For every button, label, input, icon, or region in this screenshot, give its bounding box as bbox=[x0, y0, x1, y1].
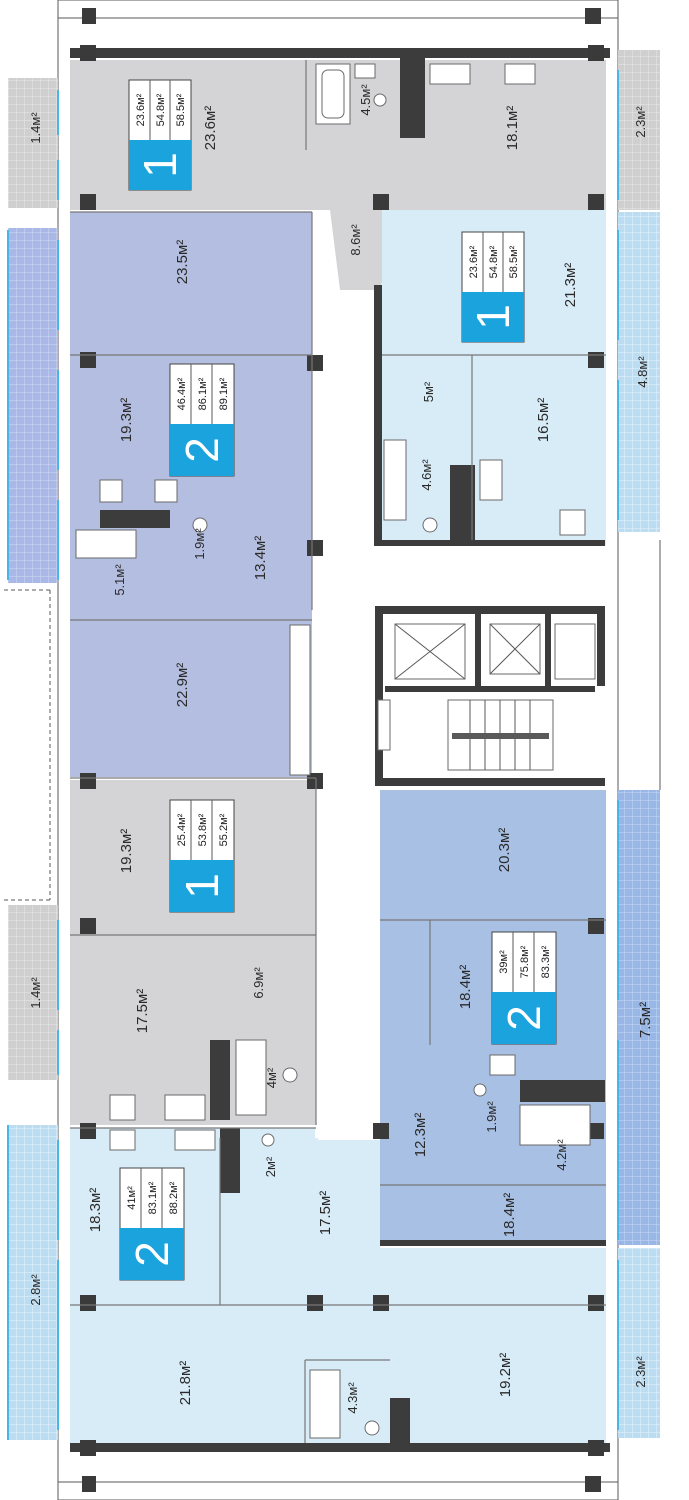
badge-number: 2 bbox=[176, 437, 228, 463]
badge-apt-1c[interactable]: 1 25.4м² 53.8м² 55.2м² bbox=[169, 799, 235, 913]
room-label: 23.6м² bbox=[202, 106, 219, 151]
room-label: 19.3м² bbox=[118, 829, 135, 874]
room-label: 2м² bbox=[263, 1156, 278, 1177]
room-label: 18.4м² bbox=[501, 1193, 518, 1238]
badge-number: 1 bbox=[134, 152, 186, 178]
balcony-top-right bbox=[618, 50, 660, 210]
badge-area-2: 75.8м² bbox=[519, 945, 531, 978]
badge-area-2: 83.1м² bbox=[147, 1181, 159, 1214]
badge-area-3: 58.5м² bbox=[508, 245, 520, 278]
room-label: 6.9м² bbox=[251, 967, 266, 999]
badge-area-3: 89.1м² bbox=[218, 377, 230, 410]
balcony-violet-left bbox=[8, 228, 58, 583]
badge-area-2: 86.1м² bbox=[197, 377, 209, 410]
room-label: 21.8м² bbox=[177, 1361, 194, 1406]
corridor bbox=[318, 290, 380, 1140]
badge-area-1: 23.6м² bbox=[135, 93, 147, 126]
badge-area-1: 46.4м² bbox=[176, 377, 188, 410]
balcony-bottom-right bbox=[618, 1248, 660, 1438]
room-label: 16.5м² bbox=[535, 398, 552, 443]
badge-area-3: 55.2м² bbox=[218, 813, 230, 846]
room-label: 22.9м² bbox=[174, 663, 191, 708]
badge-number: 1 bbox=[467, 304, 519, 330]
room-label: 2.3м² bbox=[633, 106, 648, 138]
badge-apt-1b[interactable]: 1 23.6м² 54.8м² 58.5м² bbox=[461, 231, 525, 343]
elevator-1 bbox=[394, 623, 466, 680]
badge-number: 2 bbox=[498, 1005, 550, 1031]
room-label: 18.4м² bbox=[457, 965, 474, 1010]
room-label: 23.5м² bbox=[174, 240, 191, 285]
pillars bbox=[80, 8, 604, 1492]
room-label: 4.3м² bbox=[345, 1382, 360, 1414]
fixtures bbox=[75, 63, 591, 1439]
badge-area-3: 58.5м² bbox=[175, 93, 187, 126]
badge-area-3: 83.3м² bbox=[540, 945, 552, 978]
elevator-2 bbox=[489, 623, 541, 675]
balconies bbox=[8, 50, 660, 1440]
balcony-mid-left bbox=[8, 905, 58, 1080]
stair-core bbox=[375, 605, 605, 786]
badge-number: 2 bbox=[126, 1241, 178, 1267]
balcony-right-dark bbox=[618, 790, 660, 1245]
room-label: 19.3м² bbox=[118, 398, 135, 443]
badge-area-2: 54.8м² bbox=[488, 245, 500, 278]
room-label: 20.3м² bbox=[496, 828, 513, 873]
windows bbox=[7, 70, 619, 1440]
badge-number: 1 bbox=[176, 873, 228, 899]
badge-area-3: 88.2м² bbox=[168, 1181, 180, 1214]
badge-area-1: 23.6м² bbox=[468, 245, 480, 278]
walls bbox=[70, 48, 610, 1452]
room-label: 19.2м² bbox=[497, 1353, 514, 1398]
room-label: 5.1м² bbox=[112, 564, 127, 596]
room-label: 12.3м² bbox=[412, 1113, 429, 1158]
room-label: 8.6м² bbox=[348, 224, 363, 256]
room-label: 2.3м² bbox=[633, 1356, 648, 1388]
balcony-top-left bbox=[8, 78, 58, 208]
room-label: 4.8м² bbox=[635, 356, 650, 388]
room-label: 13.4м² bbox=[252, 536, 269, 581]
badge-area-2: 53.8м² bbox=[197, 813, 209, 846]
room-label: 18.3м² bbox=[87, 1188, 104, 1233]
room-label: 4.5м² bbox=[358, 84, 373, 116]
badge-apt-2b[interactable]: 2 39м² 75.8м² 83.3м² bbox=[491, 931, 557, 1045]
room-label: 7.5м² bbox=[637, 1002, 654, 1038]
room-label: 4.2м² bbox=[554, 1139, 569, 1171]
room-label: 1.4м² bbox=[28, 977, 43, 1009]
badge-area-1: 39м² bbox=[498, 950, 510, 974]
room-label: 21.3м² bbox=[562, 263, 579, 308]
apartment-1a[interactable] bbox=[70, 60, 606, 290]
badge-area-1: 41м² bbox=[126, 1186, 138, 1210]
outer-lines bbox=[4, 0, 661, 1500]
balcony-right-blue bbox=[618, 212, 660, 532]
room-label: 17.5м² bbox=[317, 1191, 334, 1236]
stairs bbox=[447, 699, 554, 771]
room-label: 4м² bbox=[264, 1067, 279, 1088]
room-label: 2.8м² bbox=[28, 1274, 43, 1306]
badge-area-1: 25.4м² bbox=[176, 813, 188, 846]
badge-area-2: 54.8м² bbox=[155, 93, 167, 126]
badge-apt-1a[interactable]: 1 23.6м² 54.8м² 58.5м² bbox=[128, 79, 192, 191]
room-label: 5м² bbox=[421, 381, 436, 402]
badge-apt-2a[interactable]: 2 46.4м² 86.1м² 89.1м² bbox=[169, 363, 235, 477]
room-label: 1.9м² bbox=[484, 1101, 499, 1133]
partitions bbox=[70, 60, 606, 1443]
balcony-bottom-left bbox=[8, 1125, 58, 1440]
room-labels: 23.6м² 4.5м² 18.1м² 1.4м² 2.3м² 8.6м² 23… bbox=[28, 84, 654, 1414]
room-label: 1.4м² bbox=[28, 112, 43, 144]
room-label: 17.5м² bbox=[134, 989, 151, 1034]
room-label: 18.1м² bbox=[504, 106, 521, 151]
room-label: 4.6м² bbox=[419, 459, 434, 491]
badge-apt-2c[interactable]: 2 41м² 83.1м² 88.2м² bbox=[119, 1167, 185, 1281]
room-label: 1.9м² bbox=[192, 528, 207, 560]
